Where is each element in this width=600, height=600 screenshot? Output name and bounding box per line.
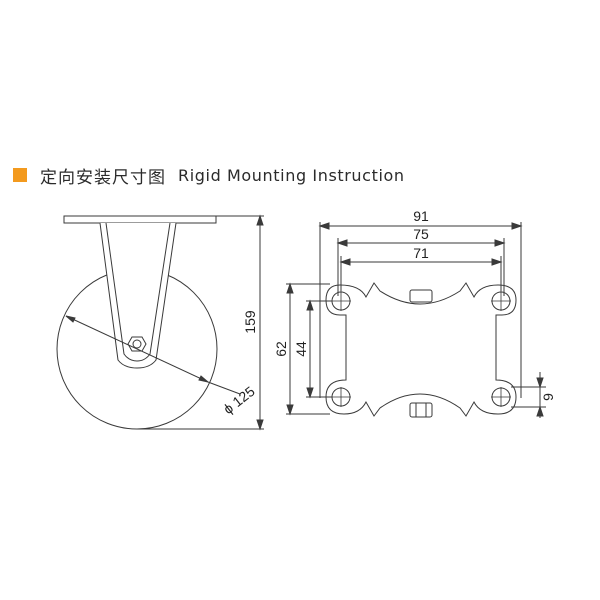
section-header: 定向安装尺寸图 Rigid Mounting Instruction [13,162,405,188]
label-width-71: 71 [413,245,429,261]
diameter-line [65,315,209,383]
orange-square-icon [13,168,27,182]
label-diameter-125: ϕ 125 [220,383,258,417]
label-width-75: 75 [413,226,429,242]
center-nut-top [409,289,433,303]
hole-dimension [511,372,546,418]
mounting-plate-outline [325,282,517,417]
side-view-caster [56,214,264,431]
axle [132,339,142,349]
height-arrow-bottom [256,419,264,431]
label-height-44: 44 [293,341,309,357]
diameter-arrow-start [65,315,76,323]
label-height-159: 159 [242,310,258,334]
fork [99,222,177,369]
label-width-91: 91 [413,208,429,224]
fork-inner [105,222,171,362]
hole-center-marks [331,291,511,407]
label-hole-9: 9 [540,393,556,401]
plate-view [286,222,546,418]
width-dimensions [318,222,523,398]
diameter-leader [207,381,241,395]
height-dimensions [286,282,332,416]
diameter-arrow-end [198,375,209,383]
height-arrow-top [256,214,264,226]
axle-nut [127,336,147,352]
label-height-62: 62 [273,341,289,357]
center-nut-bottom [409,402,433,418]
title-english: Rigid Mounting Instruction [178,165,405,185]
title-chinese: 定向安装尺寸图 [40,167,166,188]
top-plate [63,215,217,224]
